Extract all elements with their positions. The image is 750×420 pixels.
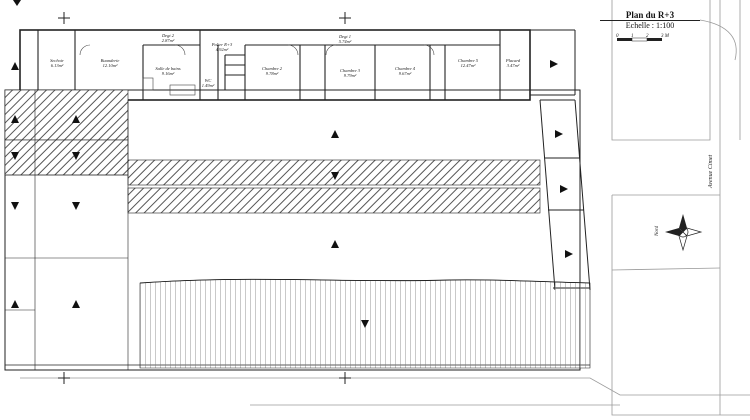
- site-context: [20, 0, 750, 416]
- room-name-sdb: Salle de bains: [155, 66, 180, 71]
- room-name-degt1: Degt 1: [338, 34, 351, 39]
- scale-bar: 0 1 2 3 M: [616, 34, 670, 42]
- room-area-sechoir: 6.13m²: [51, 63, 64, 68]
- room-area-wc: 1.49m²: [202, 83, 215, 88]
- room-name-ch4: Chambre 4: [395, 66, 416, 71]
- room-area-ch2: 9.78m²: [266, 71, 279, 76]
- room-area-sdb: 9.16m²: [162, 71, 175, 76]
- door-arcs: [79, 44, 435, 96]
- room-name-degt2: Degt 2: [161, 33, 175, 38]
- interior-walls: [37, 30, 501, 100]
- compass-rose: [665, 214, 703, 252]
- scale-bar-label: 3 M: [661, 34, 670, 39]
- room-area-placard: 3.47m²: [507, 63, 520, 68]
- room-area-ch5: 12.47m²: [461, 63, 476, 68]
- room-name-ch3: Chambre 3: [340, 68, 361, 73]
- scale-bar-label: 0: [616, 34, 619, 39]
- room-name-ch2: Chambre 2: [262, 66, 283, 71]
- lower-grid: [5, 90, 129, 370]
- street-label: Avenue Cimet: [708, 155, 714, 189]
- room-name-palier: Palier R+3: [211, 42, 233, 47]
- slope-arrows: [11, 0, 573, 328]
- title-block: Plan du R+3 Echelle : 1:100: [600, 10, 700, 30]
- room-name-placard: Placard: [505, 58, 521, 63]
- plan-scale: Echelle : 1:100: [600, 20, 700, 30]
- scale-bar-label: 1: [631, 34, 634, 39]
- plan-title: Plan du R+3: [625, 10, 675, 20]
- room-name-wc: WC: [205, 78, 213, 83]
- section-markers: [58, 12, 351, 384]
- room-area-palier: 4.92m²: [216, 47, 229, 52]
- room-area-degt2: 2.87m²: [162, 38, 175, 43]
- compass-label: Nord: [655, 225, 660, 237]
- room-area-degt1: 5.74m²: [339, 39, 352, 44]
- room-area-buanderie: 12.10m²: [103, 63, 118, 68]
- hatched-zones: [4, 89, 591, 369]
- room-name-sechoir: Sechoir: [50, 58, 64, 63]
- room-name-buanderie: Buanderie: [101, 58, 120, 63]
- room-area-ch3: 9.79m²: [344, 73, 357, 78]
- room-name-ch5: Chambre 5: [458, 58, 479, 63]
- room-area-ch4: 9.67m²: [399, 71, 412, 76]
- scale-bar-label: 2: [646, 34, 649, 39]
